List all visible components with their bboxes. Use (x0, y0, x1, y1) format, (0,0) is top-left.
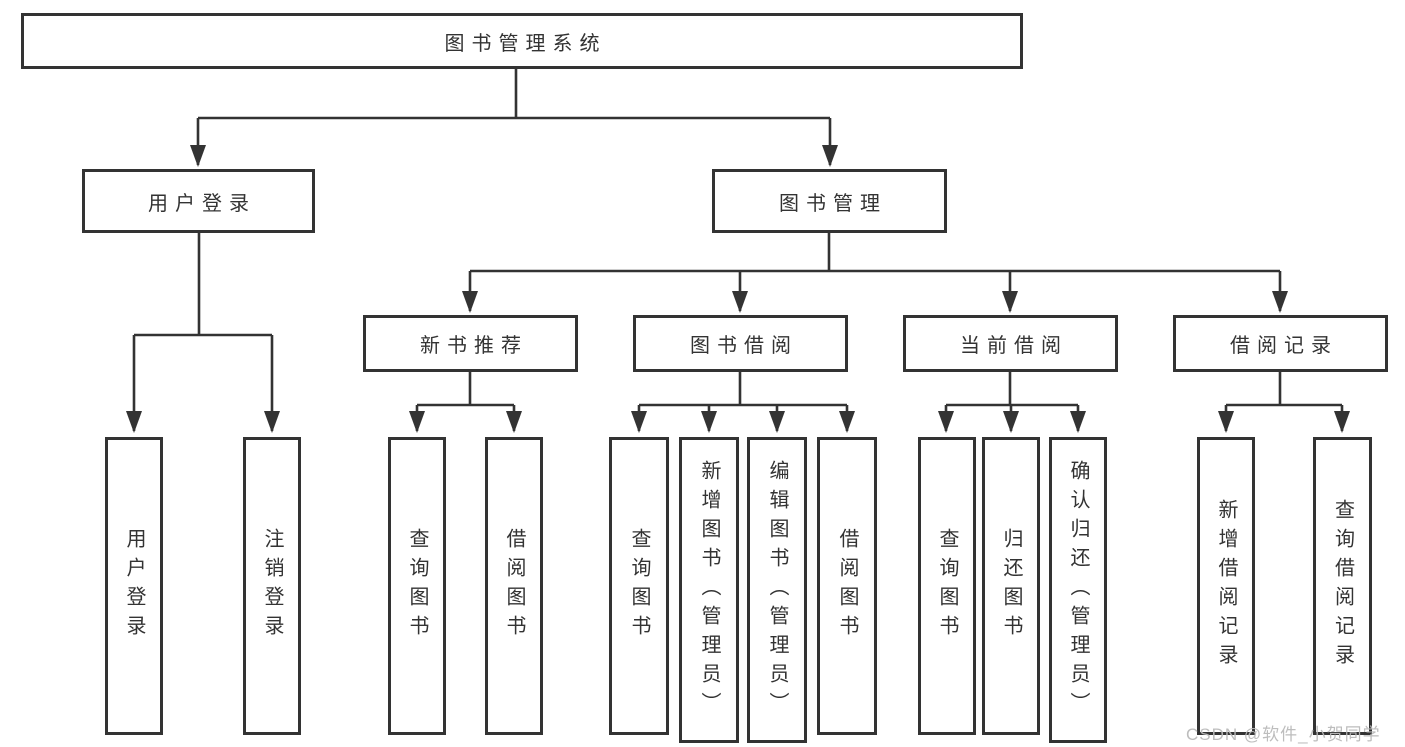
leaf-return-books-label: 归还图书 (1000, 528, 1022, 644)
leaf-query-books-current: 查询图书 (918, 437, 976, 735)
leaf-query-borrow-record-label: 查询借阅记录 (1331, 499, 1354, 673)
leaf-borrow-books: 借阅图书 (817, 437, 877, 735)
node-user-login-label: 用户登录 (148, 192, 256, 215)
leaf-query-books-recommend: 查询图书 (388, 437, 446, 735)
leaf-user-login-label: 用户登录 (123, 528, 145, 644)
leaf-query-borrow-record: 查询借阅记录 (1313, 437, 1372, 735)
leaf-add-book-admin: 新增图书（管理员） (679, 437, 739, 743)
node-user-login: 用户登录 (82, 169, 315, 233)
leaf-add-borrow-record-label: 新增借阅记录 (1215, 499, 1237, 673)
node-borrowing-records: 借阅记录 (1173, 315, 1388, 372)
leaf-confirm-return-admin-label: 确认归还（管理员） (1067, 459, 1089, 721)
leaf-confirm-return-admin: 确认归还（管理员） (1049, 437, 1107, 743)
node-book-borrowing: 图书借阅 (633, 315, 848, 372)
leaf-query-books-recommend-label: 查询图书 (406, 528, 428, 644)
watermark: CSDN @软件_小贺同学 (1186, 725, 1381, 744)
node-book-management: 图书管理 (712, 169, 947, 233)
leaf-borrow-books-recommend-label: 借阅图书 (503, 528, 525, 644)
node-borrowing-records-label: 借阅记录 (1230, 335, 1338, 357)
node-current-borrowing: 当前借阅 (903, 315, 1118, 372)
node-book-management-label: 图书管理 (779, 192, 887, 215)
node-book-borrowing-label: 图书借阅 (690, 335, 798, 357)
leaf-edit-book-admin-label: 编辑图书（管理员） (766, 459, 788, 721)
leaf-query-books-borrowing: 查询图书 (609, 437, 669, 735)
node-root: 图书管理系统 (21, 13, 1023, 69)
leaf-logout-label: 注销登录 (261, 528, 283, 644)
node-new-book-recommend-label: 新书推荐 (420, 335, 528, 357)
leaf-user-login: 用户登录 (105, 437, 163, 735)
node-current-borrowing-label: 当前借阅 (960, 335, 1068, 357)
node-root-label: 图书管理系统 (444, 32, 607, 55)
leaf-add-borrow-record: 新增借阅记录 (1197, 437, 1255, 735)
leaf-query-books-current-label: 查询图书 (936, 528, 958, 644)
leaf-borrow-books-label: 借阅图书 (836, 528, 858, 644)
node-new-book-recommend: 新书推荐 (363, 315, 578, 372)
leaf-query-books-borrowing-label: 查询图书 (628, 528, 650, 644)
leaf-add-book-admin-label: 新增图书（管理员） (698, 459, 720, 721)
leaf-logout: 注销登录 (243, 437, 301, 735)
leaf-borrow-books-recommend: 借阅图书 (485, 437, 543, 735)
leaf-return-books: 归还图书 (982, 437, 1040, 735)
leaf-edit-book-admin: 编辑图书（管理员） (747, 437, 807, 743)
